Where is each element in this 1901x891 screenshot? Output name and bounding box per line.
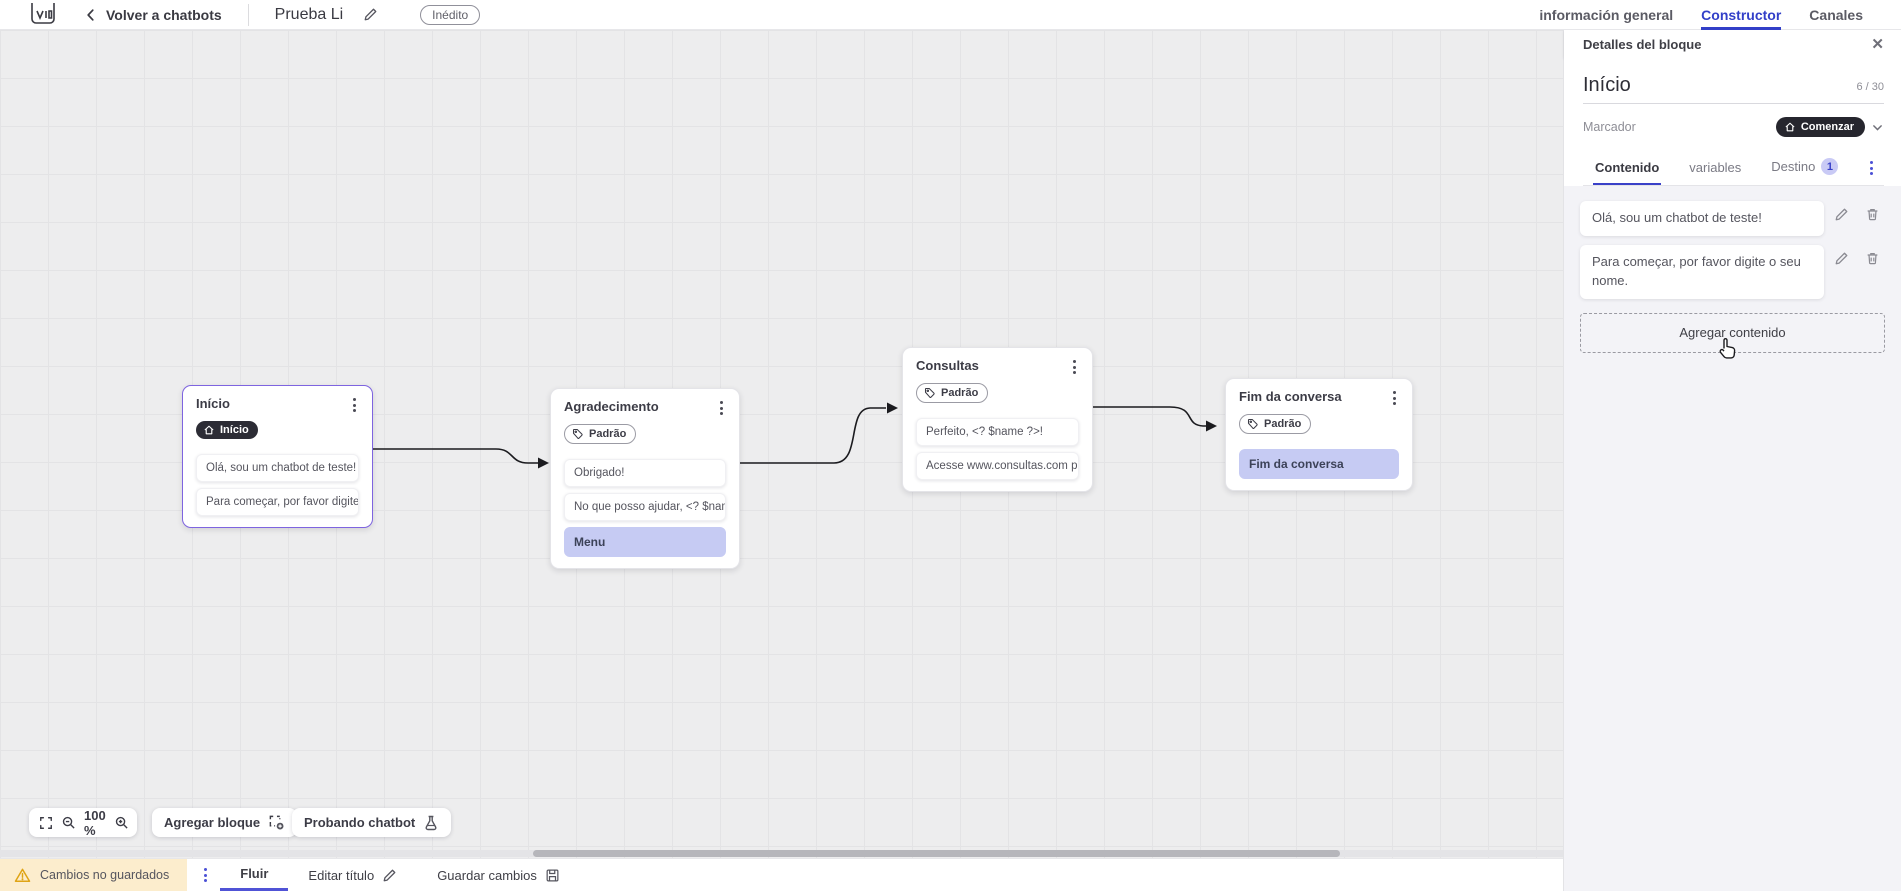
chevron-left-icon <box>87 8 94 21</box>
destino-count-badge: 1 <box>1821 158 1839 175</box>
edit-content-icon[interactable] <box>1834 251 1849 266</box>
node-menu-item[interactable]: Menu <box>564 527 726 557</box>
top-bar: Volver a chatbots Prueba Li Inédito info… <box>0 0 1901 30</box>
tag-badge: Padrão <box>564 424 637 444</box>
delete-content-icon[interactable] <box>1865 251 1880 266</box>
flow-node-fim-da-conversa[interactable]: Fim da conversa Padrão Fim da conversa <box>1225 378 1413 491</box>
content-item-row: Olá, sou um chatbot de teste! <box>1580 201 1885 236</box>
add-content-button[interactable]: Agregar contenido <box>1580 312 1885 353</box>
flow-connectors <box>373 402 1217 469</box>
block-name-value: Início <box>1583 74 1631 96</box>
node-title: Consultas <box>916 358 979 373</box>
node-menu-icon[interactable] <box>717 399 726 417</box>
node-title: Fim da conversa <box>1239 389 1342 404</box>
test-chatbot-button[interactable]: Probando chatbot <box>292 808 452 837</box>
tag-icon <box>572 428 583 439</box>
node-title: Agradecimento <box>564 399 659 414</box>
add-block-button[interactable]: Agregar bloque <box>152 808 298 837</box>
zoom-out-icon[interactable] <box>61 815 76 830</box>
zoom-in-icon[interactable] <box>114 815 129 830</box>
marker-label: Marcador <box>1583 120 1636 134</box>
panel-title: Detalles del bloque <box>1583 36 1702 52</box>
tag-icon <box>924 387 935 398</box>
panel-menu-icon[interactable] <box>1867 159 1876 177</box>
panel-tabs: Contenido variables Destino 1 <box>1583 152 1884 186</box>
block-details-panel: Detalles del bloque ✕ Início 6 / 30 Marc… <box>1563 30 1901 891</box>
block-name-input[interactable]: Início 6 / 30 <box>1583 74 1884 104</box>
node-menu-icon[interactable] <box>1390 389 1399 407</box>
chatbot-title: Prueba Li <box>274 5 344 23</box>
node-message[interactable]: Olá, sou um chatbot de teste! <box>196 454 359 482</box>
app-logo <box>30 2 56 27</box>
tab-canales[interactable]: Canales <box>1809 6 1863 23</box>
node-message[interactable]: Para começar, por favor digite o ... <box>196 488 359 516</box>
node-message[interactable]: Perfeito, <? $name ?>! <box>916 418 1079 446</box>
tag-icon <box>1247 418 1258 429</box>
zoom-level: 100 % <box>84 807 106 838</box>
horizontal-scrollbar-thumb[interactable] <box>533 850 1340 857</box>
close-icon[interactable]: ✕ <box>1871 35 1884 53</box>
pencil-icon <box>383 869 396 881</box>
warning-icon <box>14 868 31 882</box>
status-badge: Inédito <box>420 4 481 25</box>
edit-title-button[interactable]: Editar título <box>288 859 417 891</box>
marker-select[interactable]: Comenzar <box>1775 117 1865 137</box>
node-menu-item[interactable]: Fim da conversa <box>1239 449 1399 479</box>
node-message[interactable]: Acesse www.consultas.com par... <box>916 452 1079 480</box>
flask-icon <box>425 815 437 830</box>
edit-title-icon[interactable] <box>363 7 378 22</box>
flow-node-agradecimento[interactable]: Agradecimento Padrão Obrigado! No que po… <box>550 388 740 569</box>
tab-contenido[interactable]: Contenido <box>1593 154 1662 185</box>
home-icon <box>204 425 214 435</box>
bottom-bar: Cambios no guardados Fluir Editar título… <box>0 858 1563 891</box>
start-marker-badge: Início <box>196 421 258 439</box>
node-message[interactable]: Obrigado! <box>564 459 726 487</box>
flow-canvas[interactable]: Início Início Olá, sou um chatbot de tes… <box>0 30 1563 858</box>
tab-variables[interactable]: variables <box>1689 160 1742 175</box>
horizontal-scrollbar[interactable] <box>0 850 1563 857</box>
flow-node-consultas[interactable]: Consultas Padrão Perfeito, <? $name ?>! … <box>902 347 1093 492</box>
tab-constructor[interactable]: Constructor <box>1701 0 1782 30</box>
edit-content-icon[interactable] <box>1834 207 1849 222</box>
tag-badge: Padrão <box>1239 414 1312 434</box>
save-changes-button[interactable]: Guardar cambios <box>417 859 580 891</box>
add-block-icon <box>269 815 284 830</box>
zoom-controls: 100 % <box>29 807 137 838</box>
content-item-row: Para começar, por favor digite o seu nom… <box>1580 244 1885 299</box>
back-label: Volver a chatbots <box>106 6 222 23</box>
back-to-chatbots-button[interactable]: Volver a chatbots <box>84 7 222 23</box>
node-message[interactable]: No que posso ajudar, <? $name ... <box>564 493 726 521</box>
save-icon <box>546 869 559 881</box>
char-counter: 6 / 30 <box>1856 81 1884 93</box>
chevron-down-icon[interactable] <box>1871 121 1884 134</box>
tab-informacion-general[interactable]: información general <box>1539 6 1674 23</box>
delete-content-icon[interactable] <box>1865 207 1880 222</box>
tab-destino[interactable]: Destino 1 <box>1769 152 1840 185</box>
flow-node-inicio[interactable]: Início Início Olá, sou um chatbot de tes… <box>182 385 373 528</box>
flow-menu-icon[interactable] <box>187 859 220 891</box>
divider <box>247 3 249 26</box>
unsaved-changes-chip: Cambios no guardados <box>0 859 188 891</box>
content-tab-body: Olá, sou um chatbot de teste! Para começ… <box>1564 186 1901 891</box>
content-item-text[interactable]: Para começar, por favor digite o seu nom… <box>1580 244 1824 299</box>
node-menu-icon[interactable] <box>1070 358 1079 376</box>
node-title: Início <box>196 396 230 411</box>
home-icon <box>1785 122 1795 132</box>
node-menu-icon[interactable] <box>350 396 359 414</box>
top-nav-tabs: información general Constructor Canales <box>1539 0 1901 30</box>
tab-fluir[interactable]: Fluir <box>220 859 289 891</box>
content-item-text[interactable]: Olá, sou um chatbot de teste! <box>1580 201 1824 236</box>
tag-badge: Padrão <box>916 383 989 403</box>
fit-screen-icon[interactable] <box>39 816 53 830</box>
